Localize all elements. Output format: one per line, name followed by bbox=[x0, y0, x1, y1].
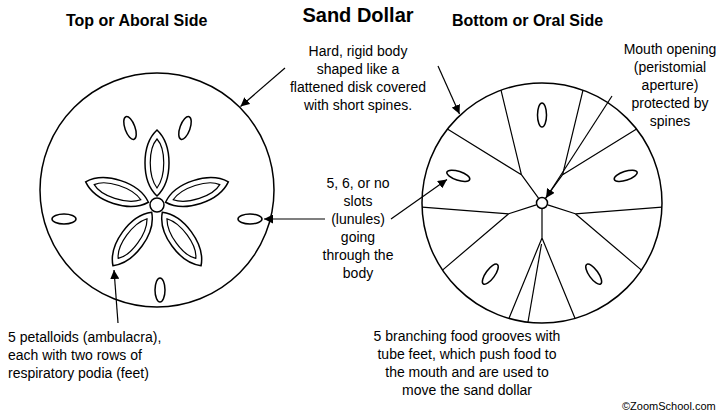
food-groove bbox=[546, 90, 637, 198]
apical-disk bbox=[150, 198, 164, 212]
lunule bbox=[613, 168, 639, 184]
groove-note: 5 branching food grooves with tube feet,… bbox=[370, 327, 564, 399]
body-note: Hard, rigid body shaped like a flattened… bbox=[289, 42, 428, 114]
leader-line bbox=[546, 96, 612, 198]
leader-line bbox=[241, 68, 286, 107]
petalloid bbox=[103, 205, 161, 273]
petalloid-inner bbox=[92, 178, 143, 206]
petalloid bbox=[145, 130, 169, 196]
oral-disk bbox=[422, 83, 662, 323]
side-heading: Top or Aboral Side bbox=[66, 11, 207, 31]
petalloid-inner bbox=[113, 215, 153, 263]
copyright-note: ©ZoomSchool.com bbox=[622, 399, 716, 413]
petalloid-inner bbox=[171, 178, 222, 206]
lunule bbox=[538, 103, 547, 127]
leader-line bbox=[438, 66, 460, 114]
lunule bbox=[480, 262, 501, 287]
petalloid-inner bbox=[162, 215, 202, 263]
food-groove bbox=[422, 205, 536, 270]
lunule bbox=[52, 214, 76, 224]
petalloid bbox=[153, 205, 211, 273]
leader-line bbox=[391, 180, 447, 220]
leader-line bbox=[264, 218, 325, 219]
lunule-note: 5, 6, or no slots (lunules) going throug… bbox=[319, 174, 397, 282]
aboral-disk bbox=[40, 73, 274, 307]
side-heading: Bottom or Oral Side bbox=[452, 11, 603, 31]
food-groove bbox=[509, 209, 575, 318]
lunule bbox=[155, 278, 165, 302]
petalloid-note: 5 petalloids (ambulacra), each with two … bbox=[8, 328, 178, 382]
diagram-title: Sand Dollar bbox=[258, 3, 458, 27]
mouth-opening bbox=[537, 198, 548, 209]
food-groove bbox=[548, 205, 662, 270]
leader-line bbox=[114, 270, 118, 323]
petalloid-group bbox=[82, 130, 232, 273]
petalloid bbox=[82, 170, 152, 213]
lunule bbox=[583, 262, 604, 287]
petalloid-inner bbox=[150, 139, 164, 188]
petalloid bbox=[162, 170, 232, 213]
lunule bbox=[238, 214, 262, 224]
mouth-note: Mouth opening (peristomial aperture) pro… bbox=[620, 40, 720, 130]
lunule bbox=[176, 115, 194, 141]
lunule bbox=[121, 115, 139, 141]
food-groove bbox=[447, 90, 538, 198]
leader-line bbox=[528, 244, 542, 322]
lunule bbox=[445, 168, 471, 184]
